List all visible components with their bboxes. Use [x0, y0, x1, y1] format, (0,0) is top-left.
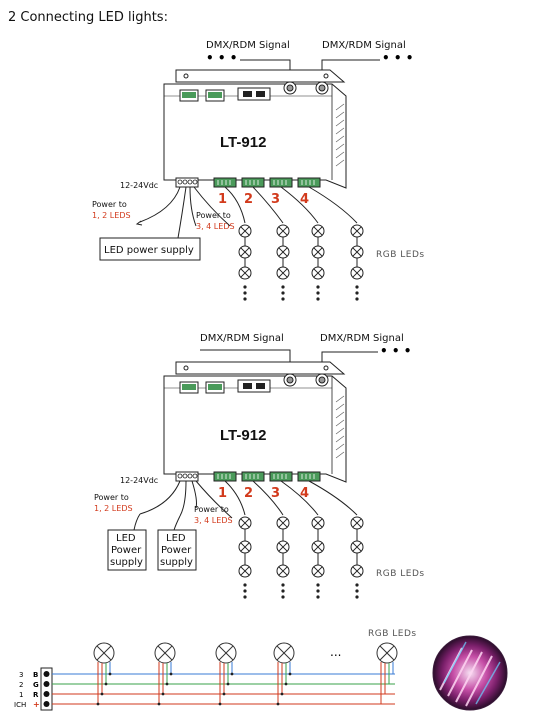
power-to-12-value-top: 1, 2 LEDS — [92, 211, 131, 220]
psu-left-line3: supply — [110, 557, 143, 568]
model-label-top: LT-912 — [220, 134, 266, 151]
signal-dots-right-2: • • • — [380, 344, 411, 358]
psu-right-line3: supply — [160, 557, 193, 568]
pin-letter-plus: + — [33, 700, 40, 709]
power-to-34-value-top: 3, 4 LEDS — [196, 222, 235, 231]
led-chain-bottom — [238, 516, 364, 599]
psu-box-bottom-left — [107, 529, 147, 571]
psu-box-top — [99, 237, 201, 261]
power-to-12-prefix-top: Power to — [92, 200, 127, 209]
psu-left-line1: LED — [116, 533, 136, 544]
psu-box-bottom-right — [157, 529, 197, 571]
port-2-bottom: 2 — [244, 486, 253, 501]
port-4-top: 4 — [300, 192, 309, 207]
port-4-bottom: 4 — [300, 486, 309, 501]
model-label-bottom: LT-912 — [220, 427, 266, 444]
power-to-34-prefix-bottom: Power to — [194, 505, 229, 514]
pin-label-2: 2 — [19, 681, 23, 689]
power-to-12-value-bottom: 1, 2 LEDS — [94, 504, 133, 513]
port-1-bottom: 1 — [218, 486, 227, 501]
port-3-bottom: 3 — [271, 486, 280, 501]
port-2-top: 2 — [244, 192, 253, 207]
dmx-signal-label-left: DMX/RDM Signal — [206, 40, 290, 51]
strip-diagram: RGB LEDs ... 3 B 2 G 1 R ICH + — [14, 629, 508, 711]
pin-letter-g: G — [33, 681, 39, 689]
pin-label-3: 3 — [19, 671, 23, 679]
controller-box-top: LT-912 — [163, 69, 347, 189]
psu-right-line2: Power — [161, 545, 192, 556]
pin-letter-r: R — [33, 691, 39, 699]
led-chain-top — [238, 224, 364, 301]
rgb-leds-label-top: RGB LEDs — [376, 250, 425, 260]
pin-label-ich: ICH — [14, 701, 26, 709]
psu-right-line1: LED — [166, 533, 186, 544]
port-1-top: 1 — [218, 192, 227, 207]
rgb-led-photo — [432, 635, 508, 711]
dmx-signal-label-left-2: DMX/RDM Signal — [200, 333, 284, 344]
power-to-12-prefix-bottom: Power to — [94, 493, 129, 502]
power-to-34-prefix-top: Power to — [196, 211, 231, 220]
dmx-signal-label-right-2: DMX/RDM Signal — [320, 333, 404, 344]
dmx-signal-label-right: DMX/RDM Signal — [322, 40, 406, 51]
rgb-leds-label-bottom: RGB LEDs — [376, 569, 425, 579]
diagram-bottom: DMX/RDM Signal DMX/RDM Signal • • • — [94, 333, 425, 599]
power-to-34-value-bottom: 3, 4 LEDS — [194, 516, 233, 525]
controller-box-bottom: LT-912 — [163, 361, 347, 483]
signal-dots-left: • • • — [206, 51, 237, 65]
section-title: 2 Connecting LED lights: — [8, 10, 168, 25]
psu-label-top: LED power supply — [104, 245, 194, 256]
pin-label-1: 1 — [19, 691, 23, 699]
voltage-label-top: 12-24Vdc — [120, 181, 158, 190]
diagram-top: DMX/RDM Signal DMX/RDM Signal • • • • • … — [92, 40, 425, 301]
pin-letter-b: B — [33, 671, 38, 679]
voltage-label-bottom: 12-24Vdc — [120, 476, 158, 485]
port-3-top: 3 — [271, 192, 280, 207]
strip-ellipsis: ... — [330, 645, 341, 659]
strip-bulbs — [93, 642, 398, 664]
signal-dots-right: • • • — [382, 51, 413, 65]
rgb-leds-label-strip: RGB LEDs — [368, 629, 417, 639]
psu-left-line2: Power — [111, 545, 142, 556]
